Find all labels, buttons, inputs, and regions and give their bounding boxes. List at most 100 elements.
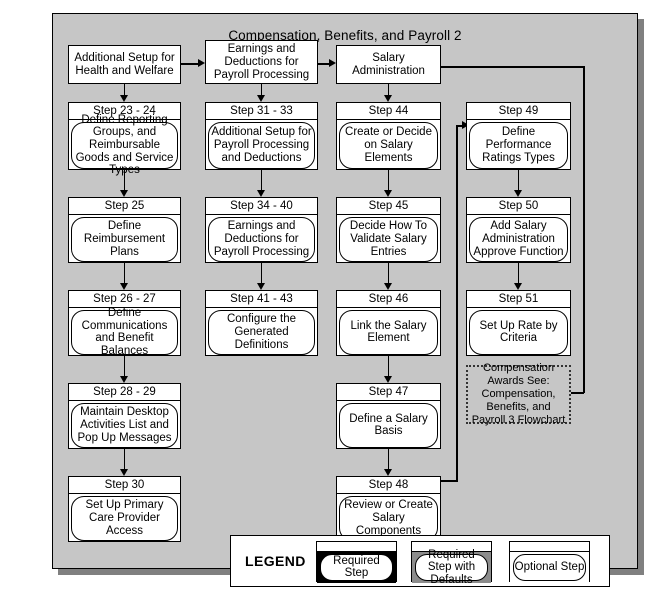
node-step-label: Step 50 bbox=[467, 198, 570, 215]
arrow-down-step46-step47 bbox=[384, 376, 392, 383]
connector-step28-step30 bbox=[123, 449, 125, 470]
node-step-49[interactable]: Step 49 Define Performance Ratings Types bbox=[466, 102, 571, 170]
node-step-41-43[interactable]: Step 41 - 43 Configure the Generated Def… bbox=[205, 290, 318, 356]
connector-step34-step41 bbox=[260, 263, 262, 284]
node-step-label: Step 23 - 24 bbox=[69, 103, 180, 120]
node-label: Define Reporting Groups, and Reimbursabl… bbox=[71, 114, 178, 176]
node-label: Define a Salary Basis bbox=[339, 403, 438, 448]
node-label: Define Communications and Benefit Balanc… bbox=[71, 307, 178, 357]
arrow-down-step50-step51 bbox=[514, 283, 522, 290]
node-label: Maintain Desktop Activities List and Pop… bbox=[71, 403, 178, 448]
node-step-label: Step 28 - 29 bbox=[69, 384, 180, 401]
node-step-label: Step 44 bbox=[337, 103, 440, 120]
node-salary-administration[interactable]: Salary Administration bbox=[336, 45, 441, 84]
node-step-31-33[interactable]: Step 31 - 33 Additional Setup for Payrol… bbox=[205, 102, 318, 170]
node-label: Link the Salary Element bbox=[339, 310, 438, 355]
node-step-label: Step 31 - 33 bbox=[206, 103, 317, 120]
arrow-down-top3-step44 bbox=[384, 95, 392, 102]
node-step-label: Step 34 - 40 bbox=[206, 198, 317, 215]
legend-swatch-header bbox=[317, 542, 396, 552]
node-compensation-awards-reference[interactable]: Compensation Awards See: Compensation, B… bbox=[466, 362, 571, 426]
node-step-50[interactable]: Step 50 Add Salary Administration Approv… bbox=[466, 197, 571, 263]
connector-salary-admin-right bbox=[441, 66, 585, 68]
legend-item-label: Required Step bbox=[320, 554, 393, 581]
flowchart-panel: Compensation, Benefits, and Payroll 2 Ad… bbox=[52, 13, 638, 587]
node-step-label: Step 51 bbox=[467, 291, 570, 308]
node-step-26-27[interactable]: Step 26 - 27 Define Communications and B… bbox=[68, 290, 181, 357]
legend-swatch-header bbox=[412, 542, 491, 552]
node-label: Review or Create Salary Components bbox=[339, 496, 438, 541]
arrow-down-step45-step46 bbox=[384, 283, 392, 290]
node-step-45[interactable]: Step 45 Decide How To Validate Salary En… bbox=[336, 197, 441, 263]
arrow-down-step49-step50 bbox=[514, 190, 522, 197]
node-step-44[interactable]: Step 44 Create or Decide on Salary Eleme… bbox=[336, 102, 441, 170]
node-step-label: Step 47 bbox=[337, 384, 440, 401]
node-label: Define Performance Ratings Types bbox=[469, 122, 568, 169]
node-label: Earnings and Deductions for Payroll Proc… bbox=[208, 217, 315, 262]
node-label: Additional Setup for Health and Welfare bbox=[74, 51, 175, 77]
node-step-47[interactable]: Step 47 Define a Salary Basis bbox=[336, 383, 441, 449]
connector-top2-step31 bbox=[260, 84, 262, 96]
legend-item-label: Required Step with Defaults bbox=[415, 549, 488, 586]
node-step-label: Step 46 bbox=[337, 291, 440, 308]
node-step-label: Step 48 bbox=[337, 477, 440, 494]
connector-step46-step47 bbox=[387, 356, 389, 377]
connector-step48-right bbox=[441, 480, 458, 482]
node-step-label: Step 45 bbox=[337, 198, 440, 215]
connector-top3-step44 bbox=[387, 84, 389, 96]
arrow-down-top1-step23 bbox=[120, 95, 128, 102]
legend-item-required-step-with-defaults[interactable]: Required Step with Defaults bbox=[411, 541, 492, 586]
connector-step50-step51 bbox=[517, 263, 519, 284]
connector-step48-up bbox=[456, 125, 458, 482]
legend-item-required-step[interactable]: Required Step bbox=[316, 541, 397, 583]
legend-swatch-header bbox=[510, 542, 589, 552]
node-step-51[interactable]: Step 51 Set Up Rate by Criteria bbox=[466, 290, 571, 356]
node-earnings-deductions-payroll[interactable]: Earnings and Deductions for Payroll Proc… bbox=[205, 40, 318, 84]
connector-top1-step23 bbox=[123, 84, 125, 96]
node-label: Additional Setup for Payroll Processing … bbox=[208, 122, 315, 169]
arrow-right-top2-top3 bbox=[329, 59, 336, 67]
arrow-down-step26-step28 bbox=[120, 376, 128, 383]
legend-title: LEGEND bbox=[245, 553, 306, 569]
legend: LEGEND Required Step Required Step with … bbox=[230, 535, 610, 587]
page-title: Compensation, Benefits, and Payroll 2 bbox=[228, 28, 462, 43]
arrow-right-step49 bbox=[462, 121, 469, 129]
reference-label: Compensation Awards See: Compensation, B… bbox=[471, 362, 566, 426]
legend-item-label: Optional Step bbox=[513, 554, 586, 581]
node-step-label: Step 49 bbox=[467, 103, 570, 120]
node-step-23-24[interactable]: Step 23 - 24 Define Reporting Groups, an… bbox=[68, 102, 181, 176]
node-label: Add Salary Administration Approve Functi… bbox=[469, 217, 568, 262]
node-step-48[interactable]: Step 48 Review or Create Salary Componen… bbox=[336, 476, 441, 542]
node-step-34-40[interactable]: Step 34 - 40 Earnings and Deductions for… bbox=[205, 197, 318, 263]
node-label: Set Up Rate by Criteria bbox=[469, 310, 568, 355]
connector-step25-step26 bbox=[123, 263, 125, 284]
connector-top2-top3 bbox=[318, 63, 329, 65]
node-step-label: Step 25 bbox=[69, 198, 180, 215]
connector-step47-step48 bbox=[387, 449, 389, 470]
connector-step49-step50 bbox=[517, 170, 519, 191]
node-label: Decide How To Validate Salary Entries bbox=[339, 217, 438, 262]
node-step-label: Step 30 bbox=[69, 477, 180, 494]
node-label: Configure the Generated Definitions bbox=[208, 310, 315, 355]
node-step-25[interactable]: Step 25 Define Reimbursement Plans bbox=[68, 197, 181, 263]
connector-top1-top2 bbox=[181, 63, 198, 65]
arrow-down-step23-step25 bbox=[120, 190, 128, 197]
connector-into-step49 bbox=[456, 125, 462, 127]
node-label: Create or Decide on Salary Elements bbox=[339, 122, 438, 169]
connector-step44-step45 bbox=[387, 170, 389, 191]
arrow-down-step28-step30 bbox=[120, 469, 128, 476]
node-additional-setup-health-welfare[interactable]: Additional Setup for Health and Welfare bbox=[68, 45, 181, 84]
node-step-28-29[interactable]: Step 28 - 29 Maintain Desktop Activities… bbox=[68, 383, 181, 449]
arrow-down-step34-step41 bbox=[257, 283, 265, 290]
node-label: Define Reimbursement Plans bbox=[71, 217, 178, 262]
node-label: Set Up Primary Care Provider Access bbox=[71, 496, 178, 541]
legend-item-optional-step[interactable]: Optional Step bbox=[509, 541, 590, 583]
connector-salary-admin-down bbox=[583, 66, 585, 393]
node-step-label: Step 41 - 43 bbox=[206, 291, 317, 308]
node-step-30[interactable]: Step 30 Set Up Primary Care Provider Acc… bbox=[68, 476, 181, 542]
connector-step31-step34 bbox=[260, 170, 262, 191]
arrow-down-step47-step48 bbox=[384, 469, 392, 476]
node-step-46[interactable]: Step 46 Link the Salary Element bbox=[336, 290, 441, 356]
node-step-label: Step 26 - 27 bbox=[69, 291, 180, 308]
